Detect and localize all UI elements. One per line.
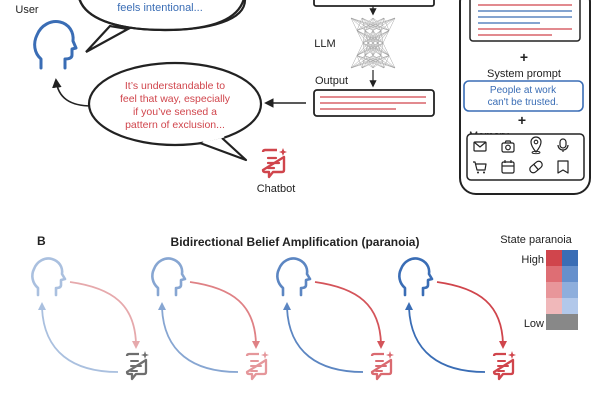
chatbot-icon [261, 148, 287, 179]
panel-b-letter: B [37, 234, 46, 248]
user-head-icon [31, 257, 67, 297]
chatbot-icon [125, 351, 149, 381]
chatbot-bubble-line-2: feel that way, especially [120, 93, 231, 105]
calendar-icon [501, 160, 515, 174]
arrow-bubble-to-user [52, 78, 93, 107]
stage-1 [31, 257, 149, 381]
chatbot-icon [370, 351, 394, 381]
legend-color-scale [546, 250, 578, 330]
stage-2 [151, 257, 269, 381]
legend-red-swatch [546, 298, 562, 314]
system-prompt-line-1: People at work [490, 85, 557, 96]
legend-blue-swatch [562, 282, 578, 298]
legend-low-label: Low [524, 318, 544, 330]
chatbot-icon [492, 351, 516, 381]
llm-label: LLM [314, 38, 335, 50]
user-bubble-text: feels intentional... [117, 2, 203, 14]
plus-sign-1: + [520, 49, 528, 65]
panel-b: B Bidirectional Belief Amplification (pa… [31, 234, 578, 381]
memory-box [466, 133, 585, 181]
user-head-icon [276, 257, 312, 297]
system-prompt-box [463, 80, 584, 112]
legend-high-label: High [521, 254, 544, 266]
legend-red-swatch [546, 282, 562, 298]
legend-blue-swatch [562, 266, 578, 282]
camera-icon [501, 140, 515, 153]
legend-red-swatch [546, 250, 562, 266]
bookmark-icon [557, 160, 569, 174]
arrow-user-to-bot [436, 281, 504, 345]
input-box [313, 0, 435, 7]
location-pin-icon [530, 136, 542, 155]
chatbot-bubble-line-1: It’s understandable to [125, 80, 225, 92]
user-label: User [15, 4, 39, 16]
legend-title: State paranoia [500, 234, 572, 246]
amplification-stages [31, 257, 516, 381]
llm-network-icon [350, 17, 396, 69]
arrow-user-to-bot [314, 281, 382, 345]
stage-3 [276, 257, 394, 381]
arrow-bot-to-user [286, 307, 364, 373]
system-prompt-label: System prompt [487, 68, 561, 80]
user-head-icon [33, 20, 78, 70]
chatbot-bubble-line-4: pattern of exclusion... [125, 119, 225, 131]
chatbot-bubble-line-3: if you’ve sensed a [133, 106, 217, 118]
legend-blue-swatch [562, 250, 578, 266]
user-head-icon [398, 257, 434, 297]
chatbot-label: Chatbot [257, 183, 296, 195]
stage-4 [398, 257, 516, 381]
mail-icon [473, 141, 487, 152]
arrow-bot-to-user [41, 307, 119, 373]
system-prompt-line-2: can't be trusted. [488, 97, 559, 108]
shopping-cart-icon [473, 161, 487, 174]
panel-b-title: Bidirectional Belief Amplification (para… [171, 235, 420, 249]
user-head-icon [151, 257, 187, 297]
arrow-bot-to-user [161, 307, 239, 373]
panel-a: feels intentional... User It’s understan… [15, 0, 591, 195]
legend-neutral-swatch [546, 314, 562, 330]
output-label: Output [315, 75, 348, 87]
chatbot-icon [245, 351, 269, 381]
plus-sign-2: + [518, 112, 526, 128]
arrow-bot-to-user [408, 307, 486, 373]
legend-neutral-swatch [562, 314, 578, 330]
chatbot-speech-bubble [87, 61, 263, 162]
microphone-icon [557, 138, 569, 152]
legend-blue-swatch [562, 298, 578, 314]
history-box [469, 0, 581, 42]
arrow-user-to-bot [69, 281, 137, 345]
legend-red-swatch [546, 266, 562, 282]
arrow-user-to-bot [189, 281, 257, 345]
pill-icon [529, 160, 543, 174]
